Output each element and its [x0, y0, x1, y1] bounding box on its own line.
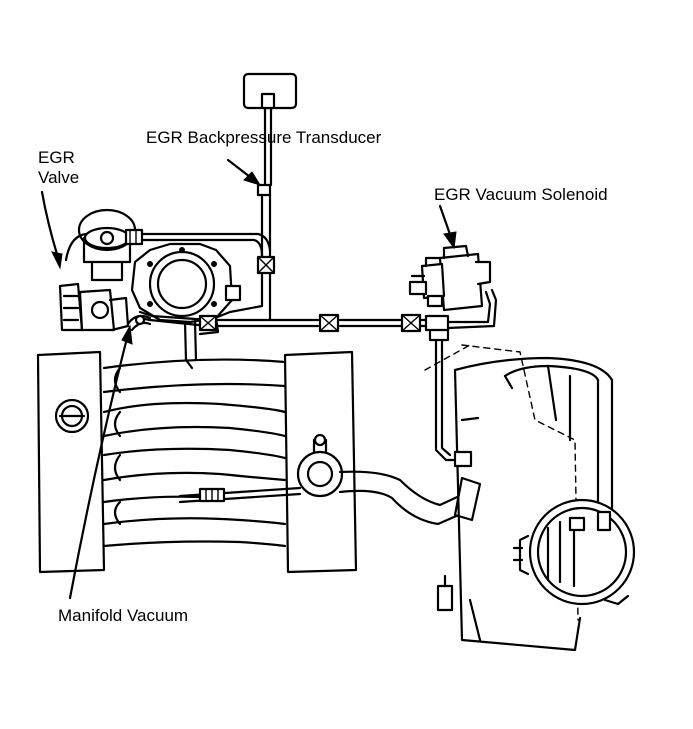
egr-valve-arrow	[40, 190, 63, 270]
manifold-vacuum-port	[126, 314, 152, 332]
egr-valve-label-line1: EGR	[38, 148, 75, 167]
plenum-block	[283, 350, 358, 574]
vacuum-solenoid-arrow	[438, 204, 457, 250]
solenoid-output-hose	[428, 326, 473, 468]
manifold-vacuum-arrow	[68, 324, 133, 600]
manifold-vacuum-label: Manifold Vacuum	[58, 606, 189, 625]
air-cleaner-housing	[424, 344, 614, 652]
egr-vacuum-solenoid	[408, 244, 492, 312]
egr-valve-label-line2: Valve	[38, 168, 80, 187]
backpressure-transducer	[242, 72, 298, 197]
egr-valve	[58, 208, 137, 332]
air-cleaner-element	[512, 498, 636, 606]
fuel-rail	[178, 486, 302, 504]
main-vacuum-line	[138, 288, 498, 333]
transducer-hose	[208, 193, 276, 322]
intake-manifold-left	[36, 350, 287, 574]
backpressure-transducer-arrow	[226, 158, 262, 186]
backpressure-transducer-label: EGR Backpressure Transducer	[146, 128, 382, 147]
air-intake-duct	[338, 470, 482, 526]
throttle-body-upper	[130, 242, 242, 370]
oil-filler-cap-icon	[54, 398, 90, 434]
egr-valve-vacuum-line	[64, 228, 272, 262]
vacuum-solenoid-label: EGR Vacuum Solenoid	[434, 185, 608, 204]
housing-bracket	[436, 574, 454, 612]
